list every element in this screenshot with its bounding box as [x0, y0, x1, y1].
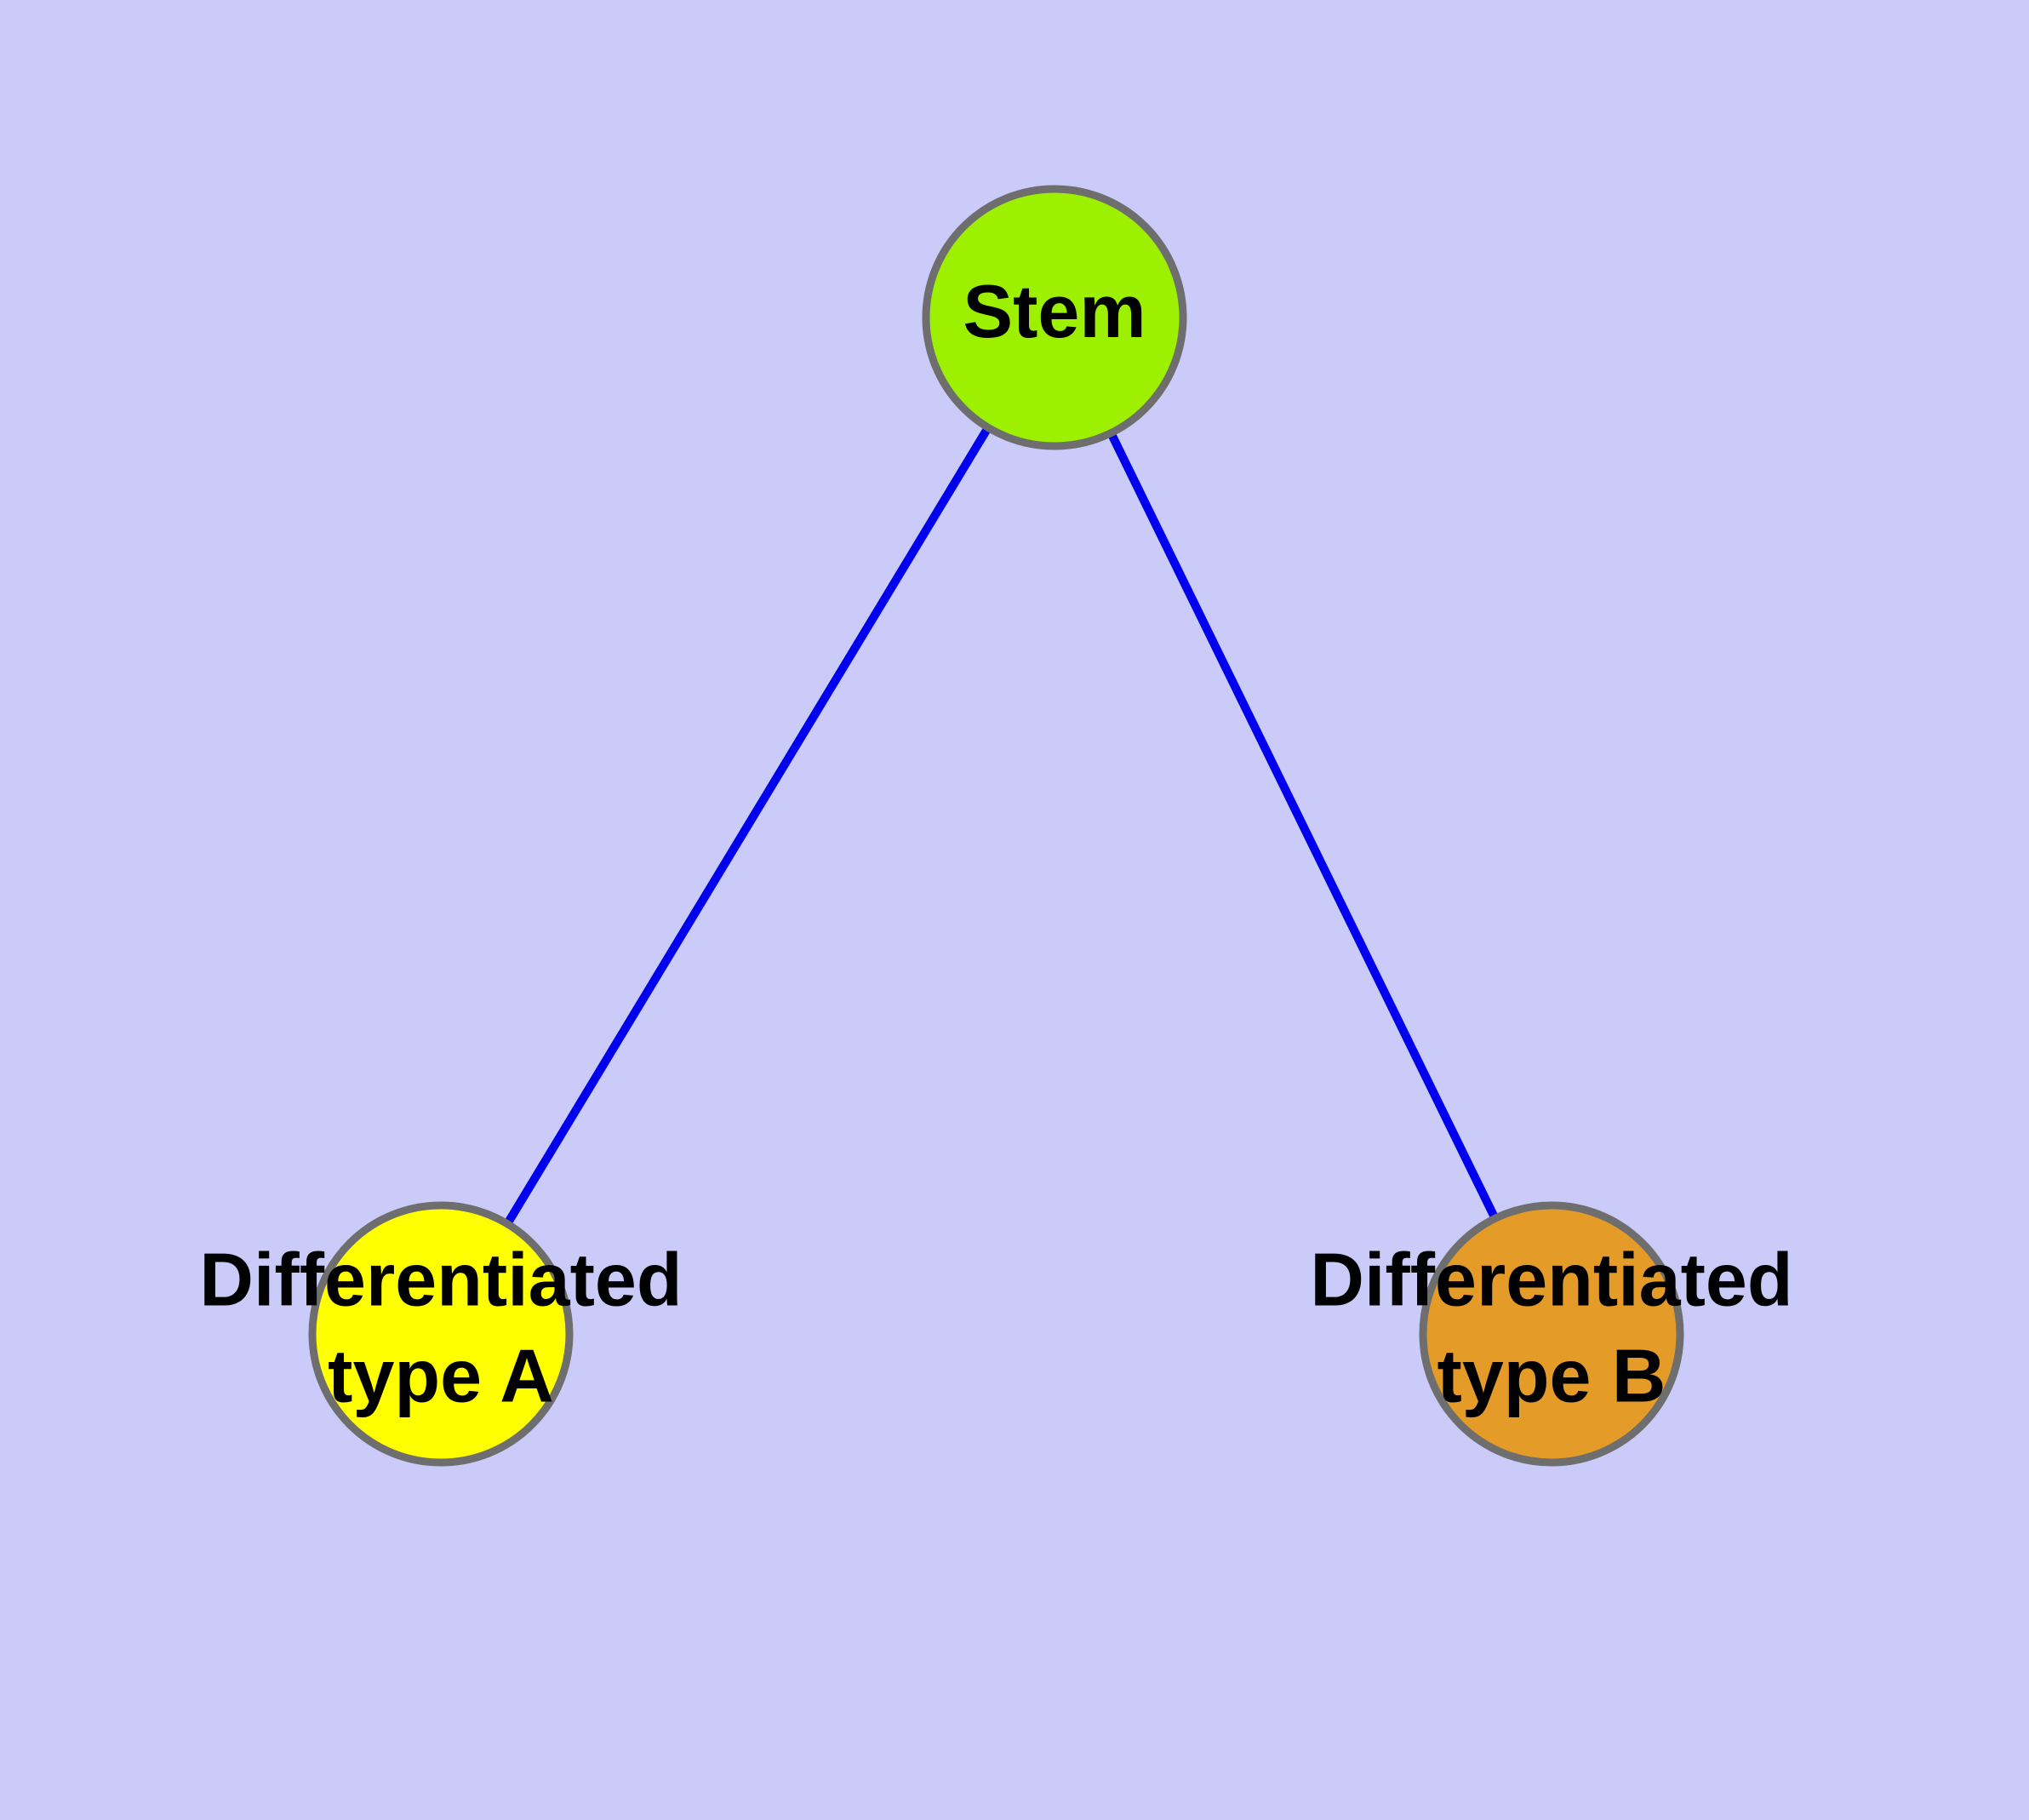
edge-stem-to-diff_a[interactable]	[503, 425, 992, 1227]
node-label-line: type A	[328, 1334, 554, 1418]
node-label-stem: Stem	[963, 269, 1146, 353]
edges-layer	[503, 425, 1500, 1227]
edge-stem-to-diff_b[interactable]	[1106, 431, 1500, 1221]
node-label-line: Differentiated	[1310, 1238, 1792, 1322]
node-circle-diff_b[interactable]	[1419, 1201, 1684, 1467]
node-stem[interactable]: Stem	[922, 185, 1187, 450]
node-label-diff_b: Differentiated type B	[1310, 1238, 1792, 1418]
node-diff_b[interactable]: Differentiated type B	[1310, 1201, 1793, 1467]
node-label-line: Stem	[963, 269, 1146, 353]
node-label-line: Differentiated	[199, 1238, 682, 1322]
node-diff_a[interactable]: Differentiated type A	[199, 1201, 683, 1467]
node-label-diff_a: Differentiated type A	[199, 1238, 682, 1418]
node-circle-diff_a[interactable]	[308, 1201, 574, 1467]
node-label-line: type B	[1437, 1334, 1666, 1418]
node-circle-stem[interactable]	[922, 185, 1187, 450]
